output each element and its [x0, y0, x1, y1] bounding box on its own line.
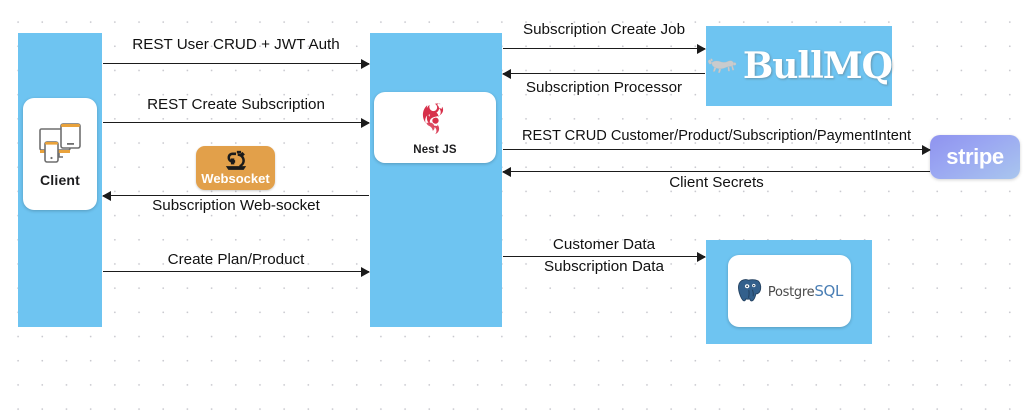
arrow-label-sub-create-job: Subscription Create Job: [522, 21, 686, 38]
postgres-label-primary: PostgreSQL: [767, 282, 844, 300]
websocket-chip[interactable]: Websocket: [196, 146, 275, 190]
arrow-label-rest-crud-stripe: REST CRUD Customer/Product/Subscription/…: [521, 128, 912, 144]
arrow-rest-crud-stripe[interactable]: [503, 144, 931, 155]
postgres-logo: PostgreSQL: [736, 276, 843, 306]
arrow-label-sub-websocket: Subscription Web-socket: [152, 197, 320, 214]
bullmq-logo: BullMQ: [706, 26, 893, 106]
client-label: Client: [39, 171, 81, 188]
stripe-chip[interactable]: stripe: [930, 135, 1020, 179]
arrow-sub-processor[interactable]: [502, 68, 705, 79]
arrow-label-subscription-data: Subscription Data: [544, 258, 664, 275]
devices-icon: [39, 122, 81, 163]
arrow-label-sub-processor: Subscription Processor: [525, 79, 683, 96]
arrow-sub-create-job[interactable]: [503, 43, 706, 54]
arrow-create-plan-product[interactable]: [103, 266, 370, 277]
arrow-rest-user-crud[interactable]: [103, 58, 370, 69]
arrow-rest-create-sub[interactable]: [103, 117, 370, 128]
postgresql-elephant-icon: [737, 279, 762, 302]
bullmq-block[interactable]: BullMQ: [706, 26, 893, 106]
nestjs-card[interactable]: Nest JS: [374, 92, 496, 163]
arrow-label-rest-create-sub: REST Create Subscription: [147, 96, 325, 113]
client-card[interactable]: Client: [23, 98, 97, 210]
arrow-label-create-plan-product: Create Plan/Product: [167, 251, 305, 268]
arrow-customer-subscription-data[interactable]: [503, 251, 706, 262]
arrow-label-rest-user-crud: REST User CRUD + JWT Auth: [132, 36, 340, 53]
postgres-label-secondary: SQL: [814, 282, 844, 300]
stripe-label: stripe: [946, 144, 1004, 169]
arrow-sub-websocket[interactable]: [102, 190, 369, 201]
postgres-card[interactable]: PostgreSQL: [728, 255, 851, 327]
websocket-plug-icon: [225, 150, 246, 170]
nestjs-lane[interactable]: [370, 33, 502, 327]
bull-icon: [708, 58, 737, 73]
nestjs-label: Nest JS: [413, 143, 457, 156]
nestjs-logo-icon: [422, 102, 444, 134]
arrow-client-secrets[interactable]: [502, 166, 930, 177]
arrow-label-client-secrets: Client Secrets: [669, 174, 764, 191]
arrow-label-customer-data: Customer Data: [552, 236, 656, 253]
websocket-label: Websocket: [201, 171, 270, 186]
bullmq-label: BullMQ: [742, 45, 893, 87]
